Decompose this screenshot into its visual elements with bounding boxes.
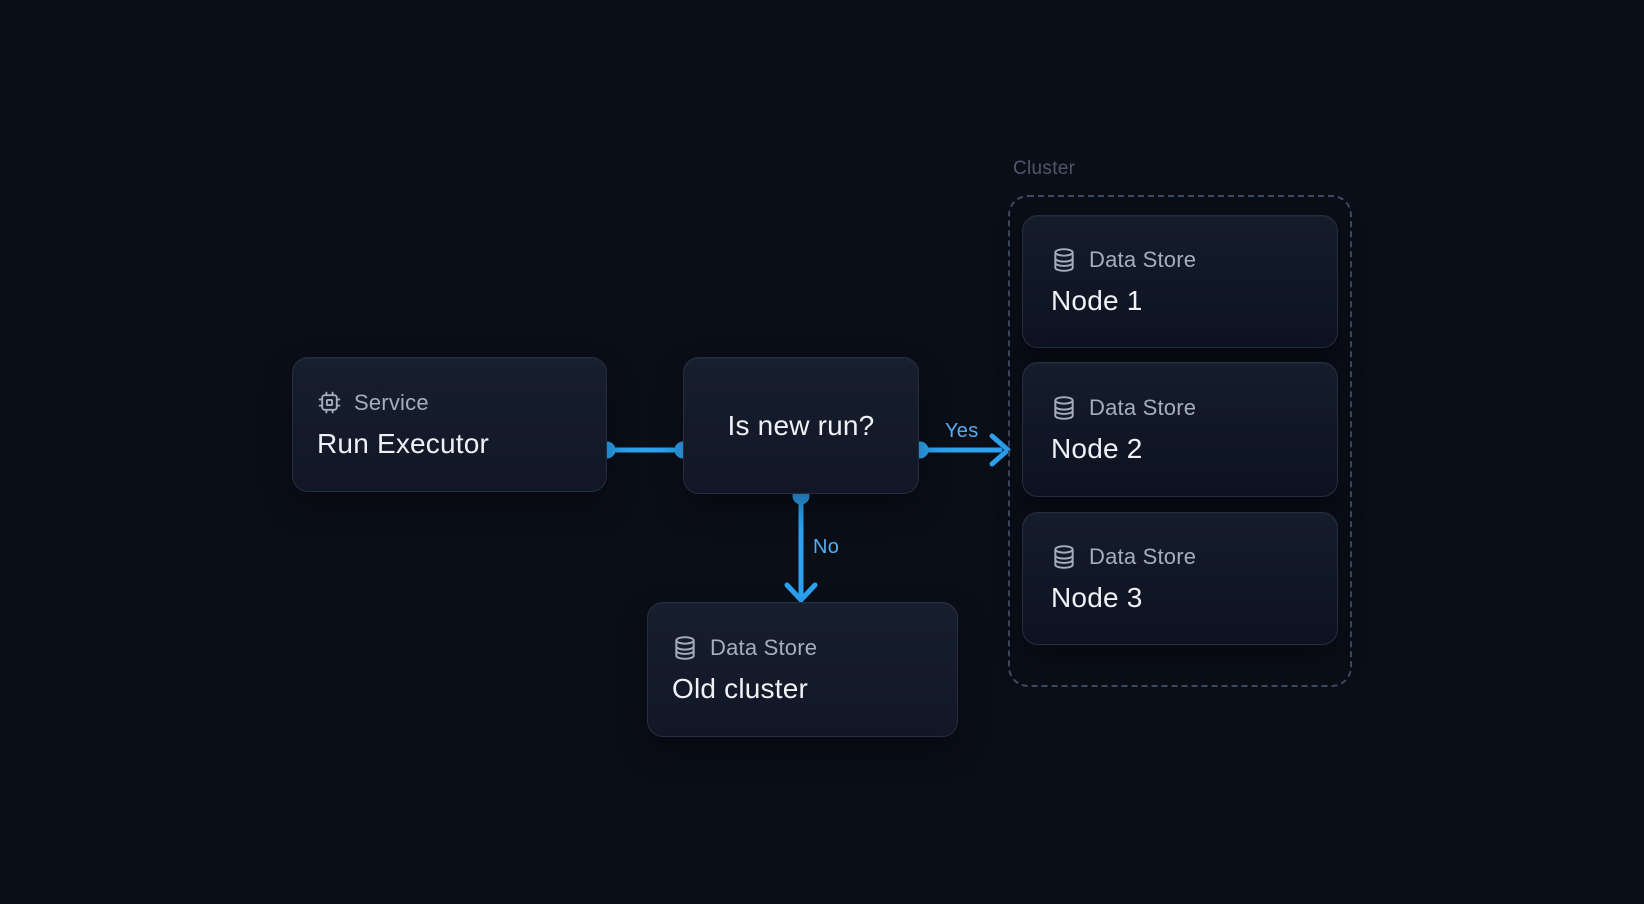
- node-kind-label: Data Store: [1089, 246, 1197, 272]
- node-card-node-1[interactable]: Data Store Node 1: [1022, 215, 1338, 348]
- node-title: Run Executor: [317, 427, 490, 459]
- node-kind-label: Data Store: [1089, 394, 1197, 420]
- node-title: Node 1: [1051, 284, 1143, 316]
- node-card-is-new-run[interactable]: Is new run?: [683, 357, 919, 494]
- database-icon: [672, 635, 698, 661]
- edge-label-yes: Yes: [945, 420, 979, 442]
- node-title: Node 2: [1051, 432, 1143, 464]
- node-kind-label: Data Store: [1089, 543, 1197, 569]
- node-title: Node 3: [1051, 581, 1143, 613]
- node-title: Old cluster: [672, 672, 809, 704]
- cluster-group-box[interactable]: [1008, 195, 1352, 687]
- node-card-old-cluster[interactable]: Data Store Old cluster: [647, 602, 958, 737]
- node-title: Is new run?: [727, 409, 875, 441]
- arrowhead-down-icon: [784, 582, 818, 603]
- node-kind-row: Data Store: [1051, 544, 1309, 570]
- arrowhead-right-icon: [989, 433, 1011, 467]
- node-kind-row: Data Store: [1051, 395, 1309, 421]
- node-card-node-3[interactable]: Data Store Node 3: [1022, 512, 1338, 645]
- node-kind-label: Service: [354, 389, 429, 415]
- database-icon: [1051, 247, 1077, 273]
- database-icon: [1051, 544, 1077, 570]
- node-card-run-executor[interactable]: Service Run Executor: [292, 357, 607, 492]
- node-kind-row: Data Store: [1051, 247, 1309, 273]
- cpu-icon: [317, 390, 342, 415]
- database-icon: [1051, 395, 1077, 421]
- node-kind-row: Service: [317, 390, 582, 416]
- edge-label-no: No: [813, 536, 840, 558]
- node-kind-row: Data Store: [672, 635, 933, 661]
- cluster-group-label: Cluster: [1013, 158, 1076, 179]
- node-card-node-2[interactable]: Data Store Node 2: [1022, 362, 1338, 497]
- node-kind-label: Data Store: [710, 634, 818, 660]
